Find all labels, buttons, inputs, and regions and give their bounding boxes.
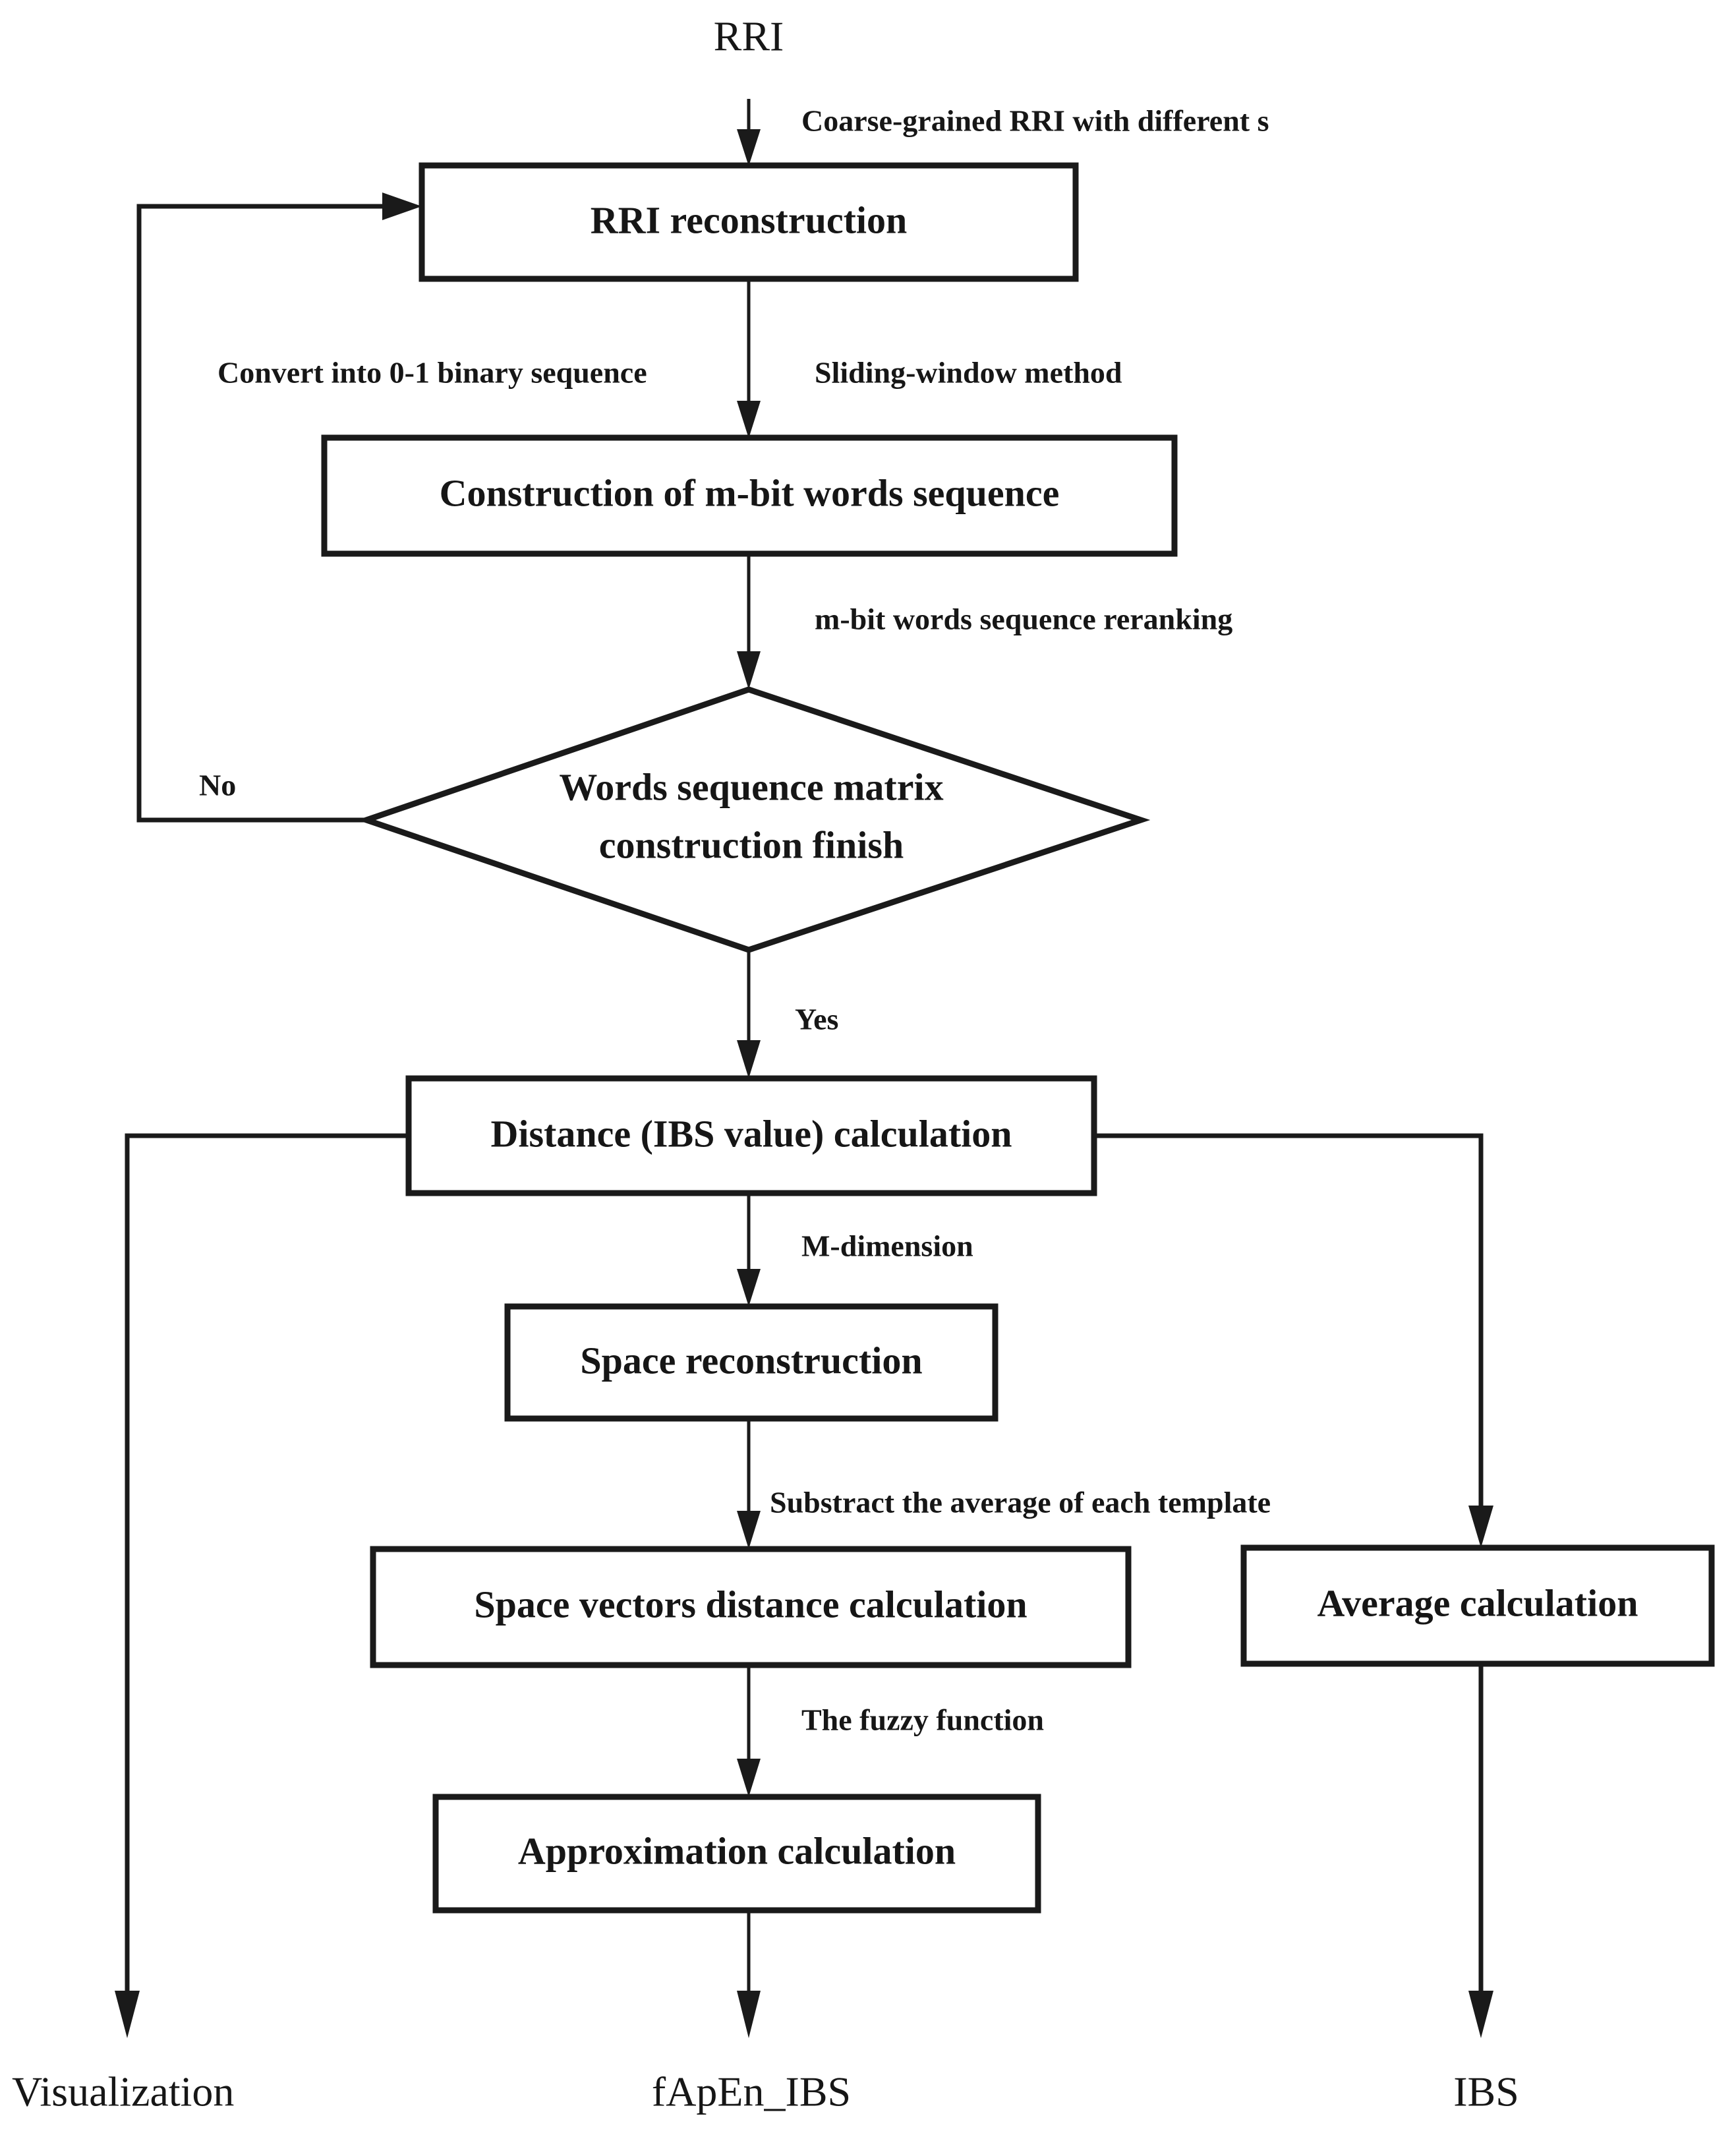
node-space-reconstruction[interactable]: Space reconstruction xyxy=(504,1303,998,1422)
node-rri-reconstruction[interactable]: RRI reconstruction xyxy=(419,162,1079,282)
node-approximation-calculation-label: Approximation calculation xyxy=(518,1829,956,1872)
edge-label-no: No xyxy=(199,769,236,802)
edge-reconstruction-to-construction xyxy=(737,279,761,438)
node-distance-ibs-calculation-label: Distance (IBS value) calculation xyxy=(490,1112,1012,1155)
edge-distance-to-space-reconstruction xyxy=(737,1193,761,1306)
terminal-label-visualization: Visualization xyxy=(12,2068,234,2115)
terminal-label-fapen-ibs: fApEn_IBS xyxy=(652,2068,851,2115)
start-label-rri: RRI xyxy=(714,13,784,60)
edge-label-fuzzy-function: The fuzzy function xyxy=(801,1703,1044,1737)
node-rri-reconstruction-label: RRI reconstruction xyxy=(591,198,908,241)
node-distance-ibs-calculation[interactable]: Distance (IBS value) calculation xyxy=(405,1075,1097,1196)
edge-construction-to-decision xyxy=(737,554,761,689)
node-space-reconstruction-label: Space reconstruction xyxy=(580,1339,922,1382)
edge-rri-to-reconstruction xyxy=(737,99,761,166)
node-space-vectors-distance-calculation[interactable]: Space vectors distance calculation xyxy=(370,1546,1132,1668)
edge-average-to-ibs xyxy=(1468,1664,1493,2038)
node-words-sequence-matrix-decision[interactable]: Words sequence matrix construction finis… xyxy=(357,686,1151,953)
edge-approximation-to-fapen xyxy=(737,1910,761,2038)
node-construction-m-bit-words[interactable]: Construction of m-bit words sequence xyxy=(321,434,1178,557)
node-decision-label-line2: construction finish xyxy=(599,823,904,866)
edge-label-sliding-window: Sliding-window method xyxy=(815,356,1122,390)
edge-label-convert-binary: Convert into 0-1 binary sequence xyxy=(217,356,647,390)
node-approximation-calculation[interactable]: Approximation calculation xyxy=(432,1794,1041,1914)
edge-distance-to-average xyxy=(1094,1133,1493,1548)
edge-vectors-to-approximation xyxy=(737,1665,761,1797)
node-construction-m-bit-words-label: Construction of m-bit words sequence xyxy=(440,471,1060,514)
edge-space-reconstruction-to-vectors xyxy=(737,1419,761,1549)
edge-label-substract-average: Substract the average of each template xyxy=(770,1486,1271,1519)
edge-no-feedback-loop xyxy=(136,192,422,823)
node-decision-label-line1: Words sequence matrix xyxy=(559,765,943,808)
edge-label-coarse-grained: Coarse-grained RRI with different s xyxy=(801,104,1269,138)
edge-label-m-dimension: M-dimension xyxy=(801,1229,973,1263)
node-average-calculation[interactable]: Average calculation xyxy=(1240,1544,1715,1667)
terminal-label-ibs: IBS xyxy=(1453,2068,1519,2115)
edge-yes-to-distance xyxy=(737,950,761,1078)
edge-label-yes: Yes xyxy=(795,1003,838,1036)
node-average-calculation-label: Average calculation xyxy=(1317,1581,1638,1624)
edge-distance-to-visualization xyxy=(115,1133,409,2038)
edge-label-reranking: m-bit words sequence reranking xyxy=(815,602,1232,636)
node-space-vectors-distance-calculation-label: Space vectors distance calculation xyxy=(474,1583,1027,1626)
